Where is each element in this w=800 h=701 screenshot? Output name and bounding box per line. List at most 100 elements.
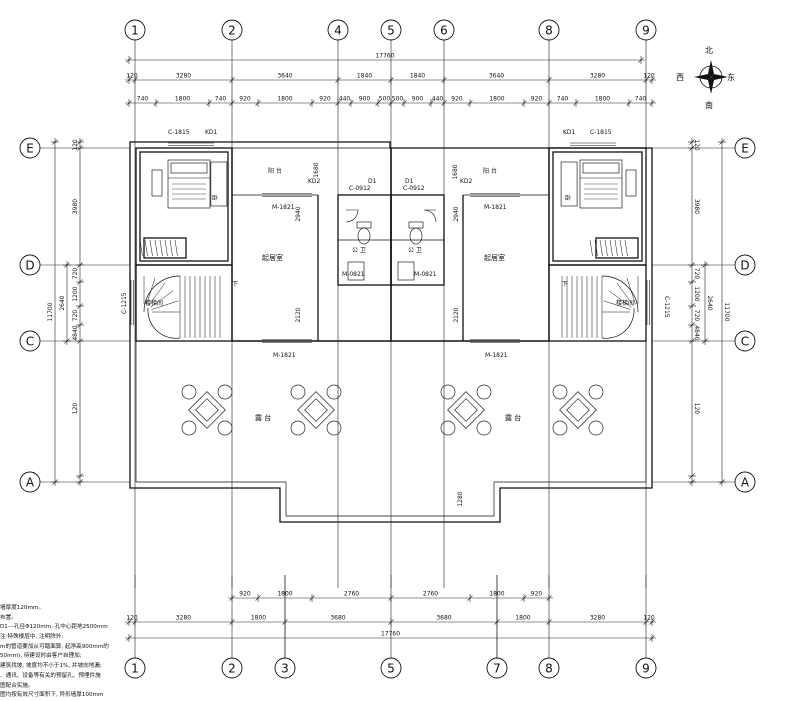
axis-bubble <box>221 19 243 41</box>
dimension-lines <box>51 56 726 642</box>
room-label-wc: 公 卫 <box>408 247 422 254</box>
dimension-tick <box>546 619 552 625</box>
room-label-living: 起居室 <box>484 253 505 262</box>
pillow <box>170 162 208 174</box>
dimension-text: 2120 <box>295 307 302 322</box>
dimension-text: 440 <box>339 96 351 103</box>
wall <box>616 282 634 306</box>
dimension-text: 3280 <box>176 73 191 80</box>
dimension-tick <box>689 262 695 268</box>
axis-grid-lines <box>40 40 735 658</box>
axis-bubble-label: 2 <box>228 24 236 38</box>
dimension-tick <box>388 595 394 601</box>
dimension-text: 900 <box>412 96 424 103</box>
axis-bubble-label: 3 <box>281 662 289 676</box>
note-line: 50mm), 待建设时由客户自理加; <box>0 653 82 660</box>
dimension-tick <box>335 100 341 106</box>
window-label: C-0912 <box>349 185 371 192</box>
dimension-text: 920 <box>239 591 251 598</box>
table-top <box>304 398 328 422</box>
axis-bubble-label: 4 <box>334 24 342 38</box>
wall <box>139 239 143 257</box>
chair <box>476 384 492 400</box>
dimension-text: 2120 <box>453 307 460 322</box>
axis-bubble <box>486 657 508 679</box>
axis-bubble-label: 9 <box>642 24 650 38</box>
wall <box>552 151 643 262</box>
dimension-tick <box>388 100 394 106</box>
dimension-tick <box>494 619 500 625</box>
axis-bubble-label: 5 <box>387 662 395 676</box>
note-line: 建筑找坡, 坡度均不小于1%, 并坡向地漏; <box>0 663 102 670</box>
dimension-tick <box>441 100 447 106</box>
wall <box>174 239 178 257</box>
dimension-text: 720 <box>72 268 79 280</box>
axis-bubble-label: E <box>741 142 749 156</box>
axis-bubble <box>274 657 296 679</box>
dimension-text: 1840 <box>357 73 372 80</box>
dimension-text: 3640 <box>489 73 504 80</box>
wall <box>624 239 628 257</box>
dimension-tick <box>689 145 695 151</box>
axis-bubble-label: 7 <box>493 662 501 676</box>
dimension-text: 500 <box>392 96 404 103</box>
axis-bubble <box>433 19 455 41</box>
axis-bubble <box>124 657 146 679</box>
balcony-label: 阳 台 <box>483 167 497 175</box>
dimension-tick <box>521 595 527 601</box>
wall <box>146 277 156 305</box>
wall <box>164 239 168 257</box>
dimension-text: 500 <box>379 96 391 103</box>
dimension-text: 120 <box>72 403 79 415</box>
door-label: M-1821 <box>484 204 507 211</box>
dimension-tick <box>153 100 159 106</box>
table <box>559 391 597 429</box>
dimension-text: 1800 <box>489 591 504 598</box>
axis-bubble <box>734 330 756 352</box>
chair <box>440 420 456 436</box>
stair-direction: 下 <box>232 281 238 288</box>
axis-bubble <box>538 19 560 41</box>
kd1-label: KD1 <box>563 129 576 136</box>
dimension-text: 2940 <box>295 206 302 221</box>
dimension-text: 900 <box>359 96 371 103</box>
dimension-text: 740 <box>215 96 227 103</box>
dimension-text: 1840 <box>410 73 425 80</box>
dimension-text: 3280 <box>590 73 605 80</box>
dimension-tick <box>229 595 235 601</box>
dimension-text: 740 <box>137 96 149 103</box>
wall <box>150 290 174 308</box>
dimension-tick <box>335 77 341 83</box>
dimension-tick <box>649 619 655 625</box>
wall <box>148 282 166 306</box>
axis-bubble-label: C <box>26 335 34 349</box>
axis-bubble-label: 2 <box>228 662 236 676</box>
nightstand <box>625 169 637 197</box>
dimension-tick <box>719 479 725 485</box>
dimension-tick <box>428 100 434 106</box>
dimension-tick <box>348 100 354 106</box>
dimension-text: 1800 <box>277 96 292 103</box>
dimension-tick <box>77 139 83 145</box>
dimension-text: 2640 <box>59 295 66 310</box>
dimension-tick <box>64 262 70 268</box>
door-label: M-0821 <box>414 271 437 278</box>
dimension-tick <box>255 100 261 106</box>
dimension-tick <box>573 100 579 106</box>
dimension-text: 3980 <box>72 199 79 214</box>
axis-bubble <box>380 657 402 679</box>
table <box>188 391 226 429</box>
room-label-wc: 公 卫 <box>352 247 366 254</box>
dimension-tick <box>638 57 644 63</box>
axis-bubble-label: 6 <box>440 24 448 38</box>
room-label-stair: 楼梯间 <box>616 299 634 307</box>
chair <box>440 384 456 400</box>
dimension-tick <box>52 139 58 145</box>
dimension-tick <box>64 338 70 344</box>
note-line: 墙厚度120mm。 <box>0 605 44 611</box>
dimension-tick <box>375 100 381 106</box>
room-labels: C-1815 KD1 C-1815 KD1 阳 台 阳 台 M-1821 M-1… <box>121 129 670 422</box>
axis-bubble <box>221 657 243 679</box>
dimension-text: 2760 <box>423 591 438 598</box>
